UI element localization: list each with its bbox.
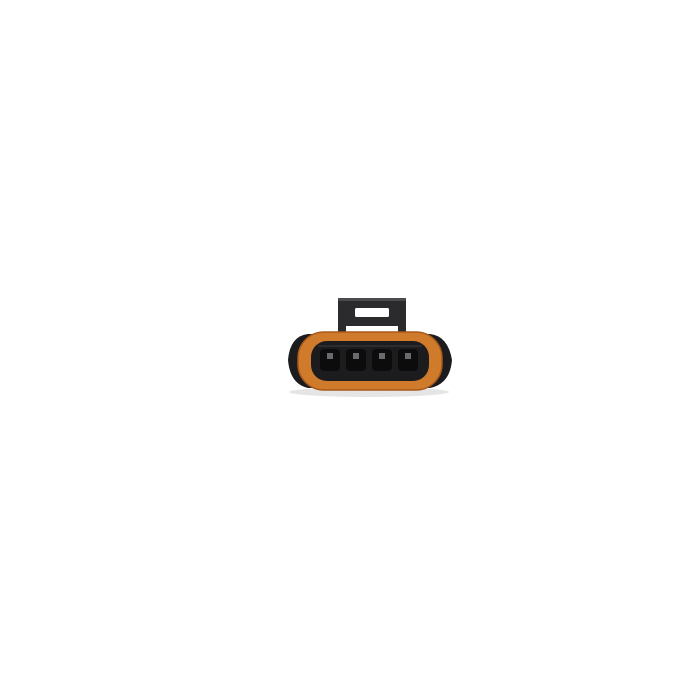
terminal-pin <box>405 353 411 359</box>
terminal-cavity <box>372 349 392 371</box>
terminal-cavities <box>320 349 418 371</box>
terminal-pin <box>379 353 385 359</box>
terminal-pin <box>353 353 359 359</box>
terminal-pins <box>327 353 411 359</box>
terminal-pin <box>327 353 333 359</box>
terminal-cavity <box>398 349 418 371</box>
locking-tab <box>338 298 406 336</box>
terminal-cavity <box>320 349 340 371</box>
terminal-cavity <box>346 349 366 371</box>
